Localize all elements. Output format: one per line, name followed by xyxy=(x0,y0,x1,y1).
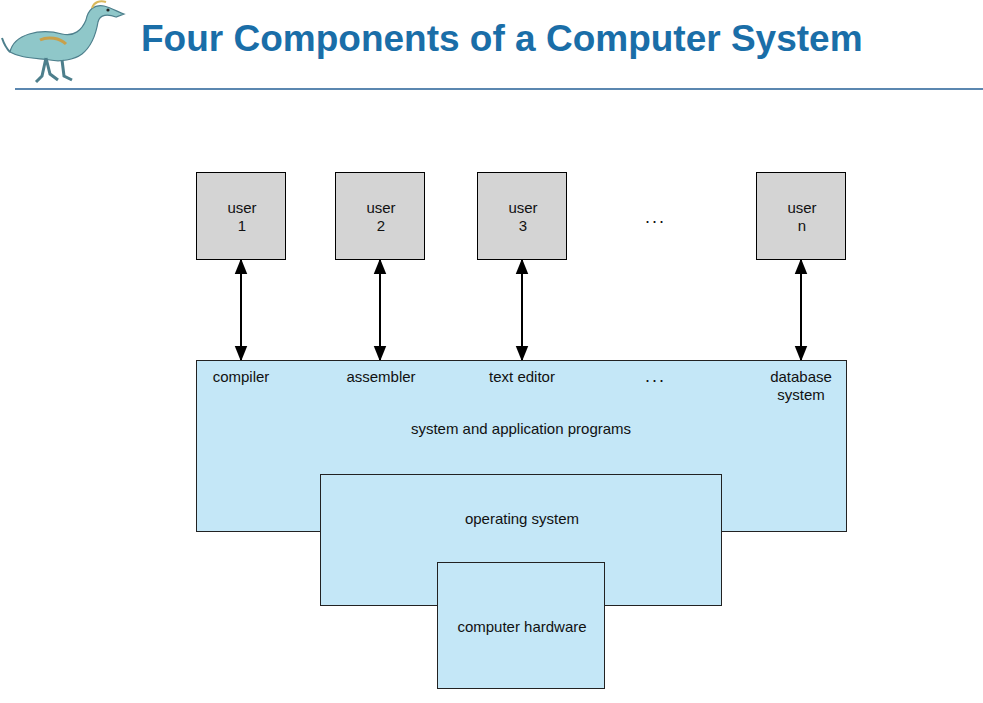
node-text: system and application programs xyxy=(411,420,631,438)
node-text: database system xyxy=(770,368,832,404)
ellipsis-label: ... xyxy=(645,207,666,228)
node-text: assembler xyxy=(346,368,415,386)
node-text: operating system xyxy=(465,510,579,528)
node-text: user 2 xyxy=(366,199,395,235)
dinosaur-illustration xyxy=(2,1,124,82)
node-text: user 1 xyxy=(227,199,256,235)
user-box: user n xyxy=(756,172,846,260)
double-arrow xyxy=(800,260,802,360)
title-rule xyxy=(15,88,983,90)
double-arrow xyxy=(240,260,242,360)
node-text: user 3 xyxy=(508,199,537,235)
ellipsis-label: ... xyxy=(645,366,666,387)
user-box: user 1 xyxy=(196,172,286,260)
node-text: compiler xyxy=(213,368,270,386)
user-box: user 2 xyxy=(335,172,425,260)
user-box: user 3 xyxy=(477,172,567,260)
hardware-box: computer hardware xyxy=(437,562,605,689)
node-text: user n xyxy=(787,199,816,235)
slide-title: Four Components of a Computer System xyxy=(141,18,863,60)
node-text: computer hardware xyxy=(457,618,586,636)
node-text: text editor xyxy=(489,368,555,386)
double-arrow xyxy=(379,260,381,360)
double-arrow xyxy=(521,260,523,360)
